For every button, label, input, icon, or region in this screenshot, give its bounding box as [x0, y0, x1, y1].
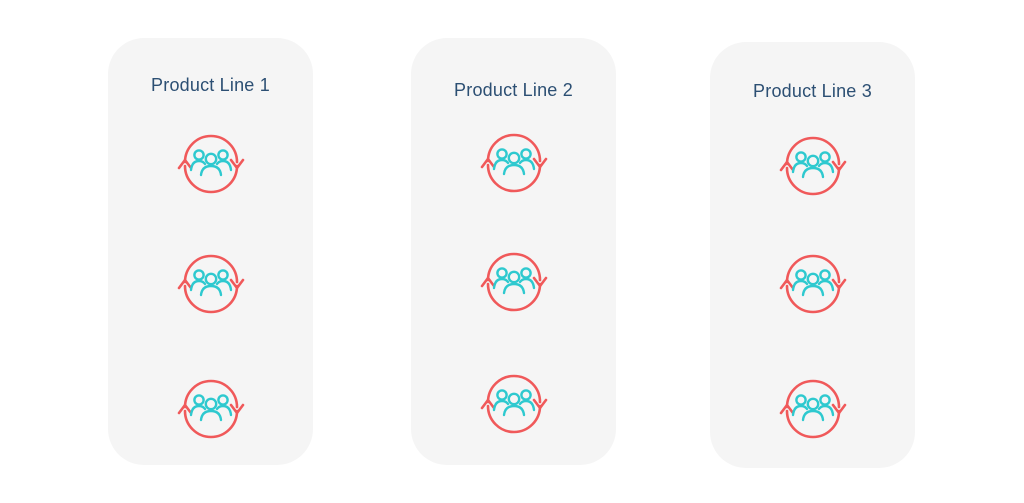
- team-cycle-icon: [468, 240, 560, 320]
- team-cycle-icon: [767, 367, 859, 447]
- product-line-3-lane: Product Line 3: [710, 42, 915, 468]
- product-line-1-title: Product Line 1: [151, 75, 270, 95]
- team-cycle-icon: [165, 367, 257, 447]
- team-cycle-icon: [165, 122, 257, 202]
- product-line-1-lane: Product Line 1: [108, 38, 313, 465]
- product-line-2-lane: Product Line 2: [411, 38, 616, 465]
- product-line-3-title: Product Line 3: [753, 81, 872, 101]
- team-cycle-icon: [468, 121, 560, 201]
- team-cycle-icon: [767, 124, 859, 204]
- team-cycle-icon: [767, 242, 859, 322]
- team-cycle-icon: [165, 242, 257, 322]
- team-cycle-icon: [468, 362, 560, 442]
- product-line-2-title: Product Line 2: [454, 80, 573, 100]
